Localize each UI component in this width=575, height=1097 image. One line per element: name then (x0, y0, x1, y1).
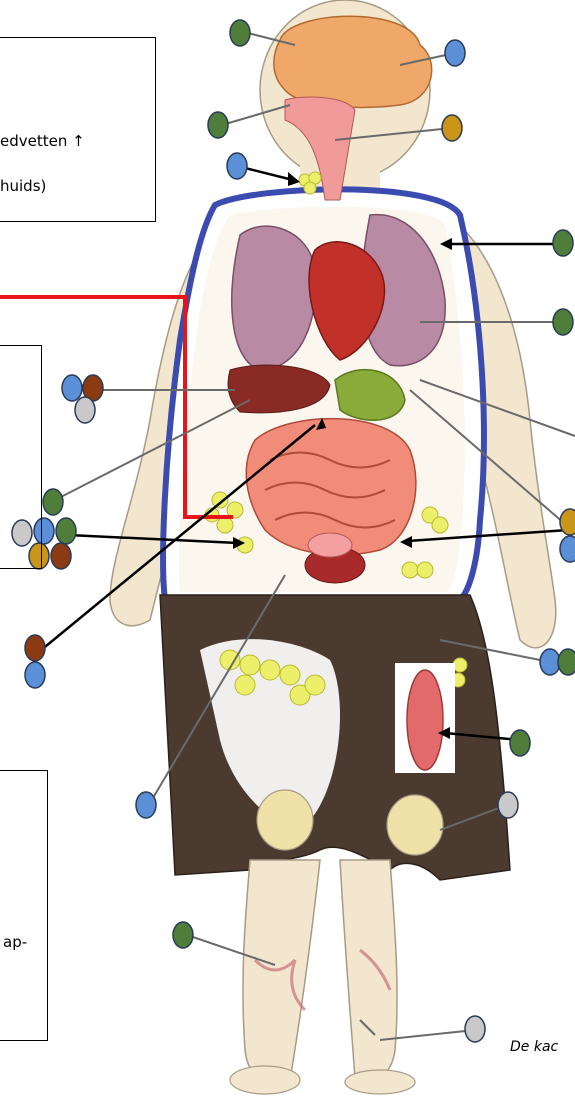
dot-green (230, 20, 250, 46)
dot-blue (560, 536, 575, 562)
dot-brown (25, 635, 45, 661)
dot-grey (75, 397, 95, 423)
dot-gold (560, 509, 575, 535)
dot-green (553, 309, 573, 335)
text-box-top-line1: edvetten ↑ (0, 132, 85, 150)
brain (274, 16, 432, 107)
dot-blue (25, 662, 45, 688)
dot-blue (62, 375, 82, 401)
dot-green (173, 922, 193, 948)
dot-green (56, 518, 76, 544)
dot-brown (51, 543, 71, 569)
dot-blue (445, 40, 465, 66)
text-box-middle (0, 345, 42, 569)
muscle (407, 670, 443, 770)
dot-blue (227, 153, 247, 179)
uterus (308, 533, 352, 557)
dot-blue (136, 792, 156, 818)
dot-green (510, 730, 530, 756)
dot-green (553, 230, 573, 256)
dot-grey (465, 1016, 485, 1042)
dot-grey (498, 792, 518, 818)
dot-green (43, 489, 63, 515)
dot-gold (442, 115, 462, 141)
dot-green (558, 649, 575, 675)
dot-blue (540, 649, 560, 675)
text-box-bottom-line1: ap- (3, 933, 27, 951)
dot-green (208, 112, 228, 138)
text-box-bottom (0, 770, 48, 1041)
text-box-top-line2: huids) (0, 177, 46, 195)
caption: De kac (510, 1039, 558, 1055)
